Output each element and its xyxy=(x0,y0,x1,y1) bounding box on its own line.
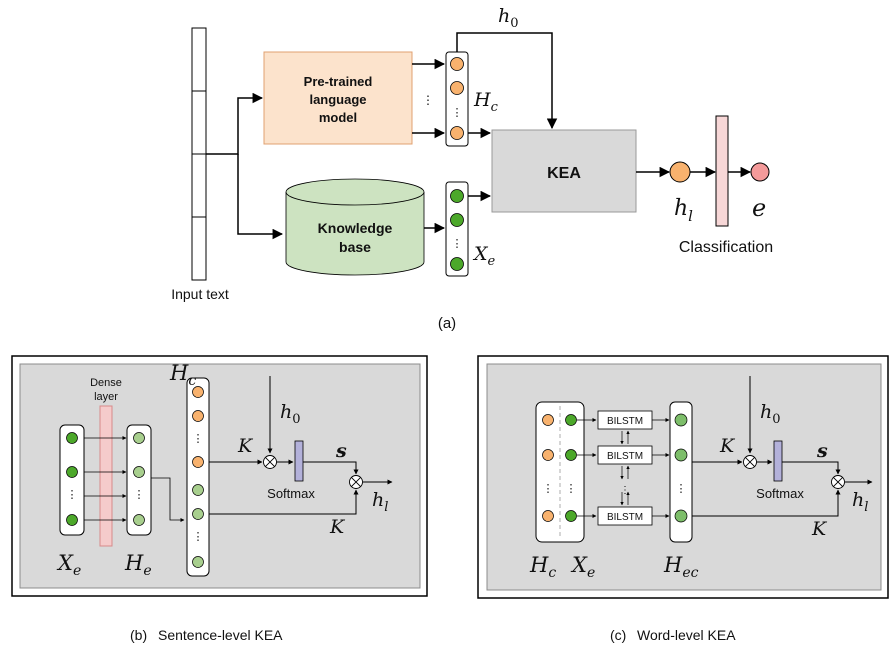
c-k1-label: K xyxy=(719,435,736,457)
plm-label-line-2: language xyxy=(309,92,366,107)
pretrained-language-model-box xyxy=(263,51,413,145)
c-hc-xe-column: ⋮ ⋮ xyxy=(535,401,585,543)
hl-node xyxy=(669,161,691,183)
c-hc-label: Hc xyxy=(529,553,556,581)
hl-label: hl xyxy=(674,196,693,225)
bilstm-box-3: BILSTM xyxy=(597,506,653,526)
input-text-column xyxy=(191,27,207,281)
panel-b-sentence-level-kea: ⋮ Xe Dense layer ⋮ He ⋮ xyxy=(11,355,428,643)
b-hc-column: ⋮ ⋮ xyxy=(186,377,210,577)
plm-label-line-1: Pre-trained xyxy=(304,74,373,89)
b-multiply-op-1 xyxy=(263,455,277,469)
svg-text:⋮: ⋮ xyxy=(620,485,630,496)
svg-text:⋮: ⋮ xyxy=(67,489,78,501)
knowledge-base-cylinder xyxy=(285,178,425,276)
c-k2-label: K xyxy=(811,518,828,540)
hc-label: Hc xyxy=(473,89,499,115)
kb-label-line-2: base xyxy=(339,239,371,255)
svg-text:⋮: ⋮ xyxy=(193,433,204,445)
svg-text:⋮: ⋮ xyxy=(452,107,463,119)
c-multiply-op-2 xyxy=(831,475,845,489)
kea-box xyxy=(491,129,637,213)
h0-label: h0 xyxy=(498,5,519,31)
svg-text:BILSTM: BILSTM xyxy=(607,512,643,523)
b-h0-label: h0 xyxy=(280,401,301,427)
plm-label-line-3: model xyxy=(319,110,357,125)
b-he-column: ⋮ xyxy=(126,424,152,536)
svg-text:BILSTM: BILSTM xyxy=(607,416,643,427)
svg-text:⋮: ⋮ xyxy=(134,489,145,501)
svg-text:⋮: ⋮ xyxy=(566,483,577,495)
c-hec-label: Hec xyxy=(663,553,699,581)
b-softmax-label: Softmax xyxy=(267,486,315,501)
c-multiply-op-1 xyxy=(743,455,757,469)
e-label: e xyxy=(752,194,766,222)
b-xe-column: ⋮ xyxy=(59,424,85,536)
xe-label: Xe xyxy=(472,243,496,269)
c-xe-label: Xe xyxy=(570,553,595,581)
c-softmax-bar xyxy=(773,440,783,482)
caption-c: Word-level KEA xyxy=(637,627,736,643)
caption-a: (a) xyxy=(438,315,456,332)
c-h0-label: h0 xyxy=(760,401,781,427)
c-hl-label: hl xyxy=(852,489,868,515)
c-softmax-label: Softmax xyxy=(756,486,804,501)
caption-b-letter: (b) xyxy=(130,627,147,643)
bilstm-box-1: BILSTM xyxy=(597,410,653,430)
c-hec-column: ⋮ xyxy=(669,401,693,543)
kb-label-line-1: Knowledge xyxy=(318,220,393,236)
classification-layer xyxy=(715,115,729,227)
hc-column: ⋮ xyxy=(445,51,469,147)
b-he-label: He xyxy=(124,551,152,579)
svg-text:⋮: ⋮ xyxy=(452,238,463,250)
b-xe-label: Xe xyxy=(56,551,81,579)
panel-c-word-level-kea: ⋮ ⋮ Hc Xe BILSTM BILSTM BILSTM ⋮ xyxy=(477,355,889,643)
b-s-label: s xyxy=(335,440,347,462)
svg-text:⋮: ⋮ xyxy=(422,93,434,107)
b-k2-label: K xyxy=(329,516,346,538)
caption-c-letter: (c) xyxy=(610,627,626,643)
dense-layer-label-1: Dense xyxy=(90,377,122,389)
kea-label: KEA xyxy=(547,165,581,182)
svg-text:⋮: ⋮ xyxy=(543,483,554,495)
e-output-node xyxy=(750,162,770,182)
svg-text:⋮: ⋮ xyxy=(193,531,204,543)
dense-layer xyxy=(99,405,113,547)
caption-b: Sentence-level KEA xyxy=(158,627,283,643)
input-text-label: Input text xyxy=(171,286,229,302)
b-softmax-bar xyxy=(294,440,304,482)
b-k1-label: K xyxy=(237,435,254,457)
svg-text:BILSTM: BILSTM xyxy=(607,451,643,462)
dense-layer-label-2: layer xyxy=(94,391,118,403)
svg-text:⋮: ⋮ xyxy=(676,483,687,495)
classification-label: Classification xyxy=(679,239,773,256)
bilstm-box-2: BILSTM xyxy=(597,445,653,465)
c-s-label: s xyxy=(816,440,828,462)
panel-a: Input text Pre-trained language model ⋮ … xyxy=(171,5,773,332)
b-hl-label: hl xyxy=(372,489,388,515)
b-multiply-op-2 xyxy=(349,475,363,489)
b-hc-label: Hc xyxy=(169,361,196,389)
xe-column: ⋮ xyxy=(445,181,469,277)
